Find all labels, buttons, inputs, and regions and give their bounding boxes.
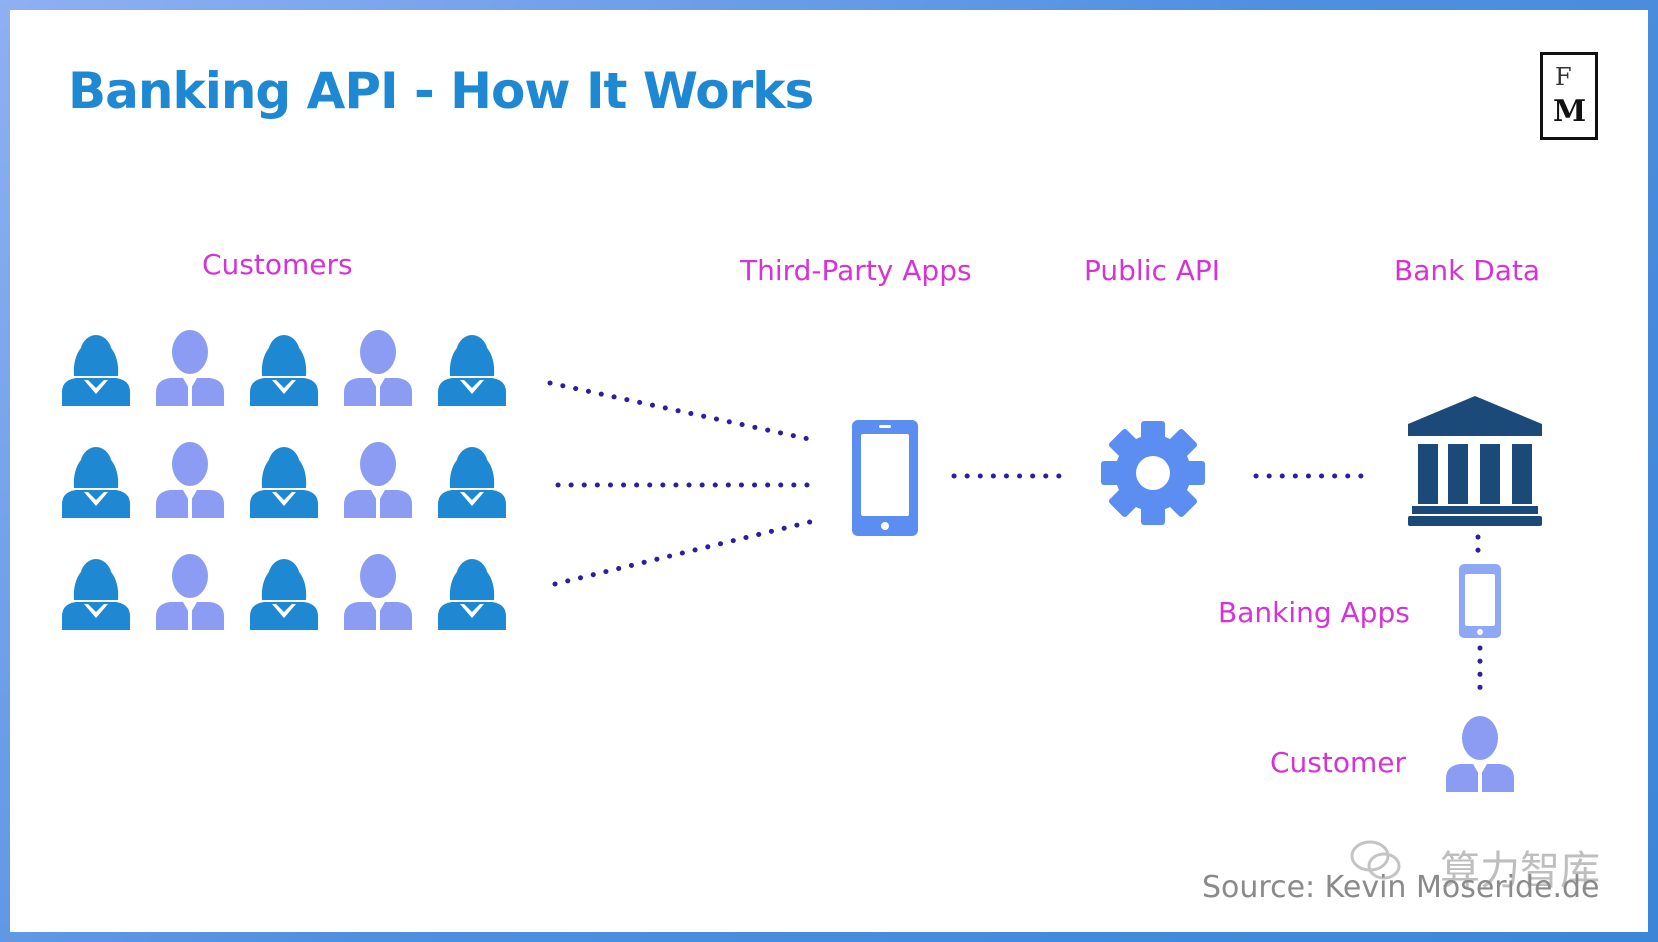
woman-icon xyxy=(250,554,318,630)
man-icon xyxy=(344,442,412,518)
bank-data-label: Bank Data xyxy=(1394,254,1541,287)
gear-icon xyxy=(1100,420,1206,526)
source-credit: Source: Kevin Moseride.de xyxy=(1202,870,1600,905)
logo-letter-m: M xyxy=(1553,94,1587,129)
banking-apps-label: Banking Apps xyxy=(1218,596,1410,629)
woman-icon xyxy=(438,442,506,518)
connector-customers-bottom xyxy=(552,517,821,587)
connector-customers-top xyxy=(547,380,821,444)
woman-icon xyxy=(62,330,130,406)
woman-icon xyxy=(438,330,506,406)
woman-icon xyxy=(62,554,130,630)
smartphone-icon xyxy=(852,420,918,536)
watermark-text: 算力智库 xyxy=(1440,848,1600,894)
man-icon xyxy=(156,330,224,406)
man-icon xyxy=(344,554,412,630)
third-party-apps-label: Third-Party Apps xyxy=(740,254,972,287)
customer-man-icon xyxy=(1446,716,1514,792)
man-icon xyxy=(156,442,224,518)
man-icon xyxy=(344,330,412,406)
woman-icon xyxy=(438,554,506,630)
man-icon xyxy=(156,554,224,630)
public-api-label: Public API xyxy=(1084,254,1221,287)
customer-label: Customer xyxy=(1270,746,1407,779)
fm-logo: F M xyxy=(1540,52,1598,140)
woman-icon xyxy=(250,442,318,518)
bank-building-icon xyxy=(1408,396,1542,526)
woman-icon xyxy=(250,330,318,406)
page-title: Banking API - How It Works xyxy=(68,62,814,120)
woman-icon xyxy=(62,442,130,518)
wechat-icon xyxy=(1350,838,1402,884)
banking-app-smartphone-icon xyxy=(1459,564,1501,638)
logo-letter-f: F xyxy=(1555,63,1572,91)
customers-label: Customers xyxy=(202,248,353,281)
